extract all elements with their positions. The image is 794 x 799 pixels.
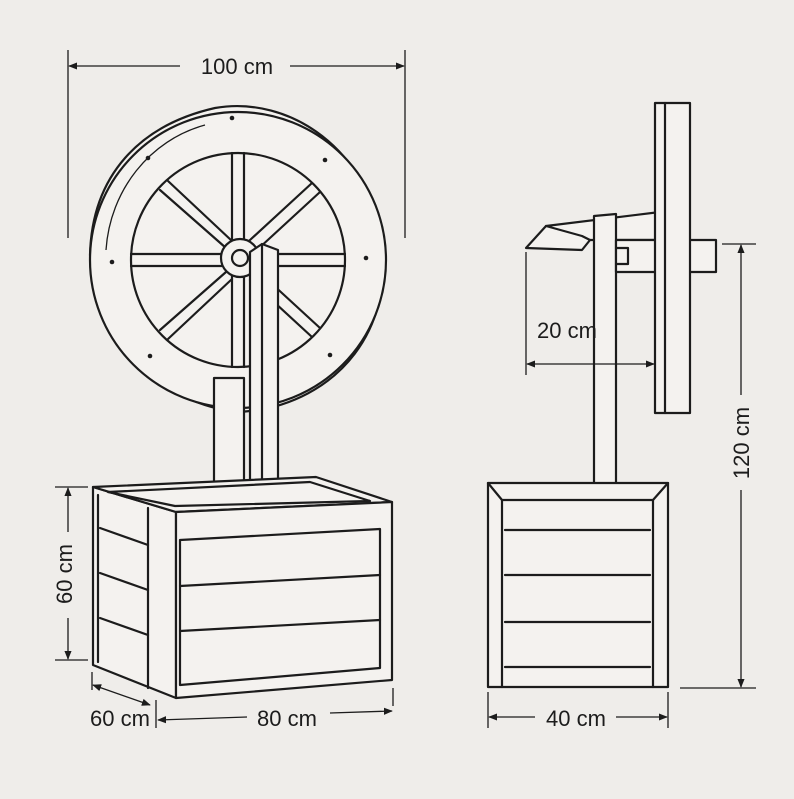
dim-side-offset: 20 cm: [525, 252, 656, 375]
wheel-spokes: [129, 151, 347, 369]
dim-planter-depth: 60 cm: [90, 672, 157, 731]
front-planter-box: [91, 475, 394, 700]
wheel-post: [248, 242, 280, 505]
dim-planter-depth-label: 60 cm: [90, 706, 150, 731]
front-view: 100 cm 60 cm 60 cm 80 cm: [52, 50, 406, 731]
dim-width-top-label: 100 cm: [201, 54, 273, 79]
dim-planter-width: 80 cm: [157, 688, 394, 731]
dim-width-top: 100 cm: [67, 50, 406, 238]
dim-side-width: 40 cm: [487, 692, 669, 731]
dim-planter-height: 60 cm: [52, 486, 88, 661]
dim-total-height: 120 cm: [680, 243, 756, 689]
dim-planter-width-label: 80 cm: [257, 706, 317, 731]
dim-total-height-label: 120 cm: [729, 407, 754, 479]
rim-bolts: [109, 115, 369, 401]
side-post: [592, 212, 618, 504]
dim-side-offset-label: 20 cm: [537, 318, 597, 343]
side-view: 20 cm 40 cm 120 cm: [486, 101, 756, 731]
side-wheel: [653, 101, 692, 415]
side-planter-box: [486, 481, 670, 689]
water-wheel: [88, 105, 388, 414]
dim-planter-height-label: 60 cm: [52, 544, 77, 604]
dim-side-width-label: 40 cm: [546, 706, 606, 731]
